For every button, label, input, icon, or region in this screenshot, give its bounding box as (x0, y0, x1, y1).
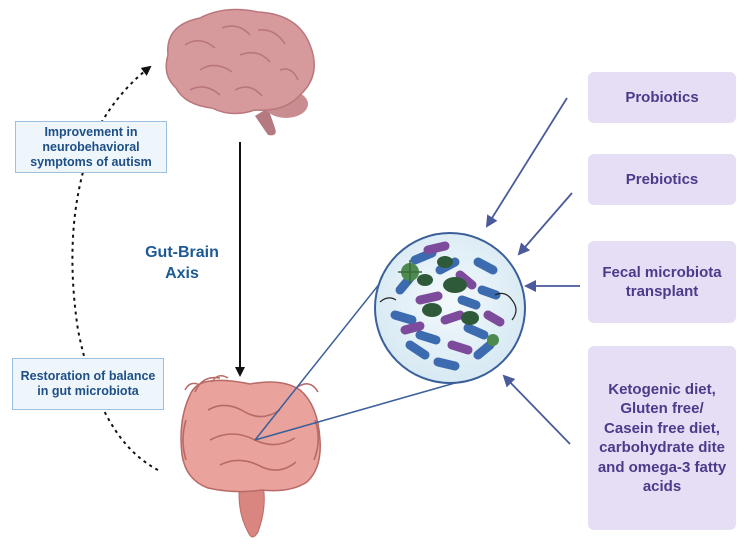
microbiota-circle (374, 232, 526, 384)
gut-brain-axis-label: Gut-Brain Axis (145, 244, 219, 282)
treatment-probiotics: Probiotics (588, 72, 736, 123)
intestine-icon (180, 375, 321, 538)
treatment-diet: Ketogenic diet, Gluten free/ Casein free… (588, 346, 736, 530)
prebiotics-arrow (517, 192, 573, 256)
treatment-fecal-transplant: Fecal microbiota transplant (588, 241, 736, 323)
zoom-line-lower (254, 382, 456, 441)
restoration-note: Restoration of balance in gut microbiota (12, 358, 164, 410)
probiotics-arrow (485, 97, 568, 228)
feedback-arc-arrow (71, 65, 159, 471)
treatment-prebiotics: Prebiotics (588, 154, 736, 205)
brain-icon (165, 8, 315, 136)
diet-arrow (502, 374, 571, 445)
zoom-line-upper (254, 267, 393, 441)
improvement-note: Improvement in neurobehavioral symptoms … (15, 121, 167, 173)
